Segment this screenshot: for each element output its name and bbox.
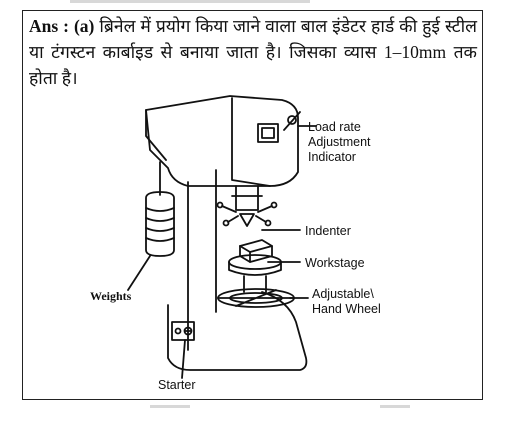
starter-panel xyxy=(171,321,195,341)
page-top-fragment xyxy=(70,0,310,3)
answer-paragraph: Ans : (a) ब्रिनेल में प्रयोग किया जाने व… xyxy=(29,13,477,91)
page-bottom-fragment-right xyxy=(380,405,410,408)
answer-lead: Ans : (a) xyxy=(29,16,95,36)
plunger xyxy=(235,185,259,211)
weights xyxy=(145,191,175,257)
top-housing-front xyxy=(231,97,271,187)
answer-text: ब्रिनेल में प्रयोग किया जाने वाला बाल इं… xyxy=(29,16,478,88)
label-handwheel-line1: Adjustable\ xyxy=(312,287,374,301)
page-bottom-fragment-left xyxy=(150,405,190,408)
label-weights: Weights xyxy=(90,289,132,303)
load-rate-indicator-window xyxy=(257,123,279,143)
label-handwheel-line2: Hand Wheel xyxy=(312,302,381,316)
machine-column xyxy=(187,169,217,351)
top-housing xyxy=(145,95,299,187)
label-indenter: Indenter xyxy=(305,224,351,238)
label-load-rate-line2: Adjustment xyxy=(308,135,371,149)
machine-base xyxy=(167,291,308,371)
indenter-tip xyxy=(239,213,255,227)
answer-box: Ans : (a) ब्रिनेल में प्रयोग किया जाने व… xyxy=(22,10,483,400)
load-knob xyxy=(287,115,297,125)
label-load-rate-line3: Indicator xyxy=(308,150,356,164)
label-workstage: Workstage xyxy=(305,256,365,270)
label-starter: Starter xyxy=(158,378,196,392)
label-load-rate-line1: Load rate xyxy=(308,120,361,134)
